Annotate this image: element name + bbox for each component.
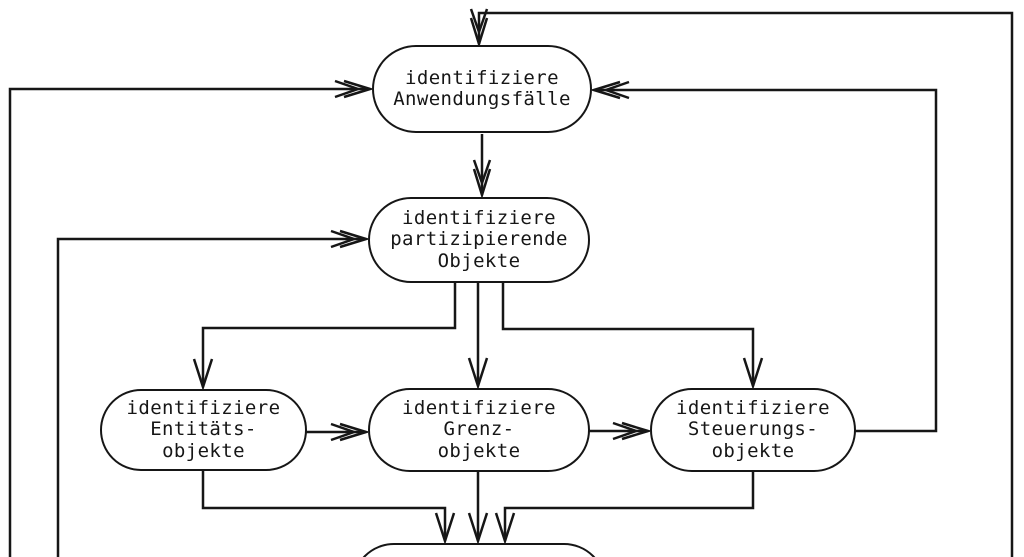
node-label-line: identifiziere [126,396,281,419]
node-label-line: Entitäts- [150,418,257,441]
node-label-line: Steuerungs- [687,418,819,441]
edge-steuerungs-feedback-to-anwendungsfaelle [594,90,938,433]
node-bottom-partial [352,543,606,557]
edge-entitaets-to-bottom-node [201,470,445,541]
node-label-line: objekte [437,439,521,462]
node-label-line: partizipierende [390,228,568,251]
node-identifiziere-partizipierende-objekte: identifiziere partizipierende Objekte [368,197,590,283]
node-label-line: identifiziere [402,206,556,229]
node-identifiziere-grenzobjekte: identifiziere Grenz- objekte [368,388,590,472]
node-label-line: identifiziere [405,66,559,89]
node-label-line: identifiziere [676,396,830,419]
edge-partizipierende-to-steuerungs [501,282,753,386]
node-label-line: objekte [711,439,795,462]
node-identifiziere-anwendungsfaelle: identifiziere Anwendungsfälle [372,45,592,133]
node-label-line: objekte [162,439,245,462]
node-label-line: Objekte [437,249,521,272]
node-identifiziere-entitaetsobjekte: identifiziere Entitäts- objekte [100,389,307,471]
node-label-line: Anwendungsfälle [393,88,571,110]
edge-outer-right-loop-to-anwendungsfaelle [479,13,1014,557]
edge-partizipierende-to-entitaets [203,282,457,387]
edge-inner-left-loop-to-partizipierende [56,239,366,557]
node-identifiziere-steuerungsobjekte: identifiziere Steuerungs- objekte [650,388,856,472]
edge-outer-left-loop-to-anwendungsfaelle [8,89,370,557]
edge-steuerungs-to-bottom-node [505,471,755,541]
node-label-line: identifiziere [402,396,556,419]
node-label-line: Grenz- [443,418,515,441]
